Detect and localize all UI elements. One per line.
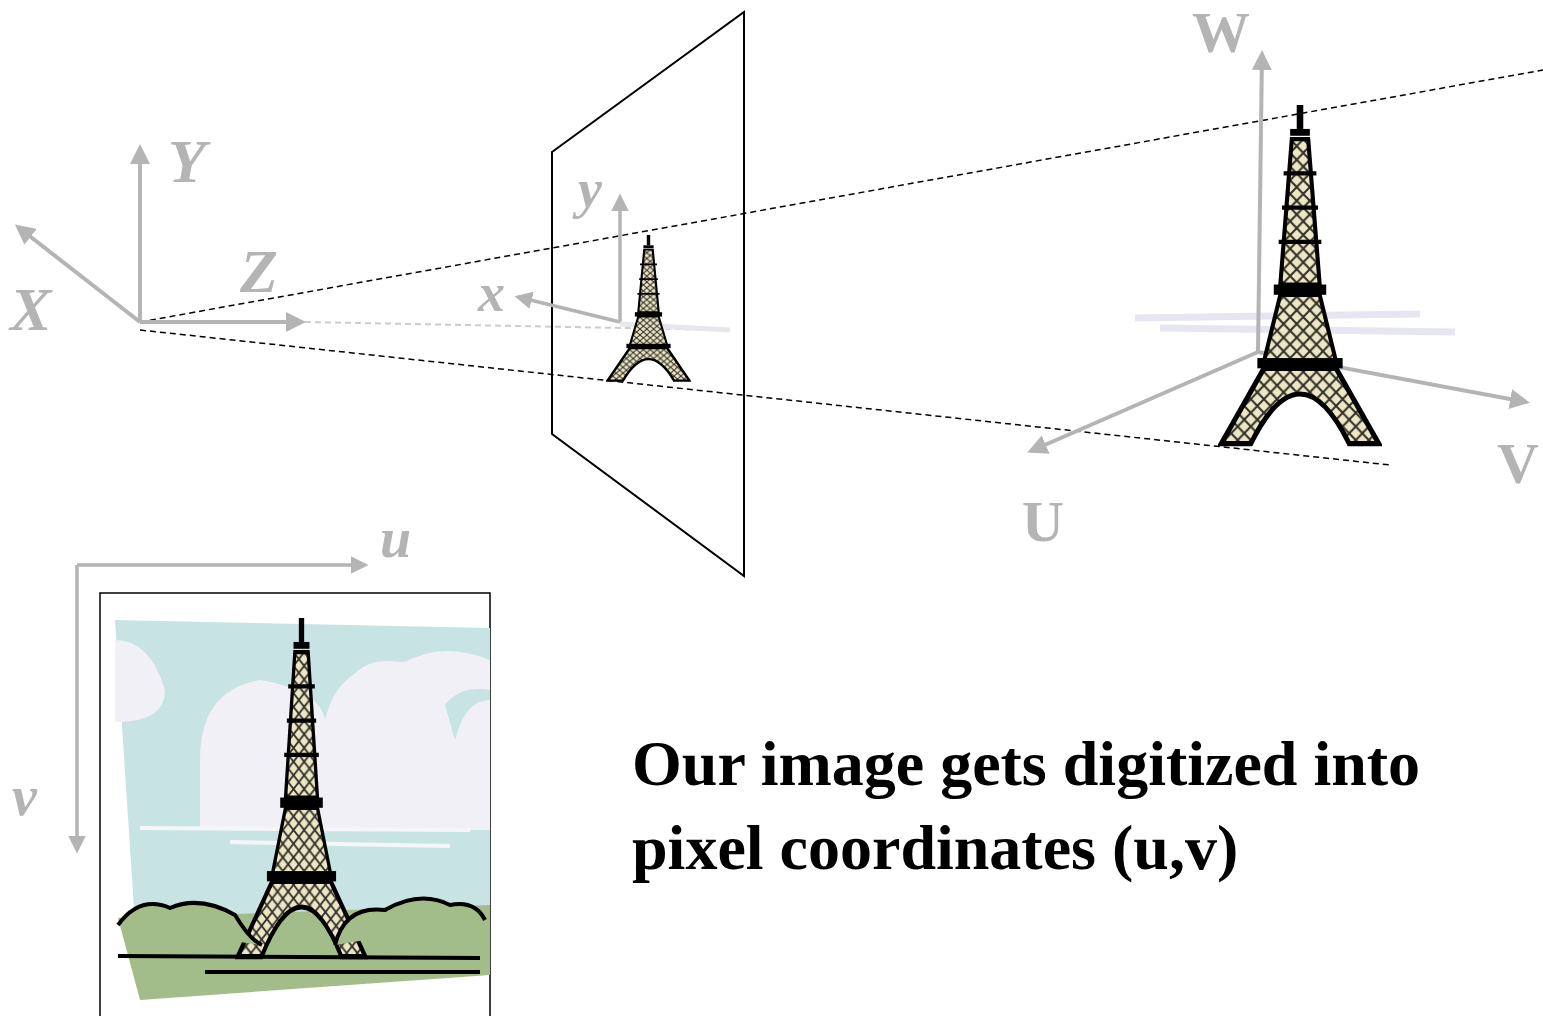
caption: Our image gets digitized into pixel coor…: [632, 722, 1522, 890]
axis-label: U: [1022, 493, 1064, 551]
axis-label: u: [380, 510, 411, 566]
world-tower: [1221, 105, 1378, 444]
axis-label: X: [10, 278, 51, 340]
axis-label: V: [1497, 435, 1539, 493]
axis-label: Y: [168, 130, 206, 192]
world-axes: [1031, 54, 1526, 451]
axis-label: y: [578, 162, 602, 216]
optical-axis: [305, 322, 730, 330]
axis-label: v: [12, 768, 37, 824]
image-plane: [552, 12, 744, 576]
digitized-image: [100, 593, 490, 1016]
axis-label: Z: [240, 240, 278, 302]
axis-label: x: [478, 266, 505, 320]
projection-ray: [140, 70, 1543, 465]
projected-tower: [608, 235, 690, 381]
image-axes: [518, 197, 620, 322]
axis-label: W: [1192, 4, 1250, 62]
camera-axes: [18, 148, 302, 322]
